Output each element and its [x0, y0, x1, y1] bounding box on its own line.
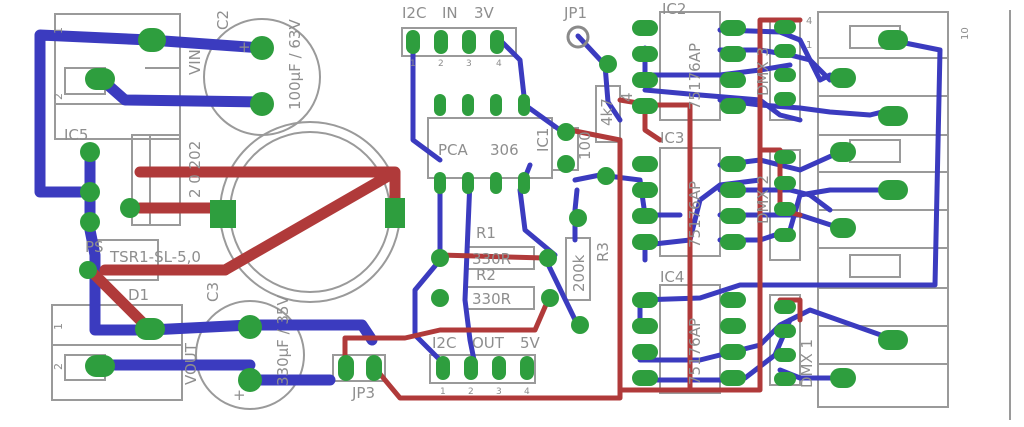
pad-vout-1 [135, 318, 165, 340]
label-i2c-bottom: I2C [432, 334, 456, 352]
label-ic5: IC5 [64, 126, 88, 144]
pad-in-4 [490, 30, 504, 54]
pad-vin-2 [85, 68, 115, 90]
label-vout: VOUT [182, 342, 200, 385]
label-r2-value: 330R [472, 290, 511, 308]
label-term-1: 1 [52, 27, 65, 34]
label-pin-1-top: 1 [410, 59, 416, 69]
pad-in-2 [434, 30, 448, 54]
trace-ps-diode [84, 264, 151, 331]
label-plus-c3: + [233, 386, 246, 404]
header-i2c-out-outline [429, 354, 536, 384]
pad-c2-minus [250, 92, 274, 116]
pad-jp3-2 [366, 355, 382, 381]
label-i2c: I2C [402, 4, 426, 22]
label-r4: 4k7 [598, 98, 616, 126]
label-d1: D1 [128, 286, 149, 304]
label-dmx2: DMX 2 [754, 175, 772, 224]
label-plus-c2: + [238, 38, 251, 56]
label-layer: C2 VIN 100µF / 63V + IC5 2 0 202 PS TSR1… [52, 0, 971, 404]
pad-inductor-1 [210, 200, 236, 228]
label-jp3: JP3 [351, 384, 375, 402]
pad-c2-plus [250, 36, 274, 60]
label-pin-3-top: 3 [466, 59, 472, 69]
label-in: IN [442, 4, 458, 22]
pad-ic5-1 [80, 142, 100, 162]
label-conn-10: 10 [960, 27, 971, 40]
label-ps-value: TSR1-SL-5,0 [109, 248, 201, 266]
pad-out-4 [520, 356, 534, 380]
trace-vin-bus [34, 29, 268, 198]
label-pin-1-bottom: 1 [440, 387, 446, 397]
label-pin-3-bottom: 3 [496, 387, 502, 397]
capacitor-c3-outline [195, 300, 305, 410]
pad-inductor-2 [385, 198, 405, 228]
label-r1-value: 330R [472, 250, 511, 268]
label-pin-4-bottom: 4 [524, 387, 530, 397]
pad-in-3 [462, 30, 476, 54]
label-ic5-value: 2 0 202 [186, 141, 204, 198]
label-ic2-value: 75176AP [686, 43, 704, 110]
label-conn-4: 4 [806, 16, 812, 27]
label-r3-value: 200k [570, 254, 588, 292]
pad-out-2 [464, 356, 478, 380]
pad-vin-1 [138, 28, 166, 52]
label-vin: VIN [186, 49, 204, 75]
label-dmx3: DMX 3 [754, 47, 772, 96]
label-term-1-vout: 1 [52, 323, 65, 330]
label-r4-num: 4 [618, 92, 636, 102]
label-pin-2-bottom: 2 [468, 387, 474, 397]
label-out: OUT [472, 334, 505, 352]
label-pca-num: 306 [490, 141, 519, 159]
trace-inductor-diag [219, 169, 396, 276]
pad-c3-minus [238, 368, 262, 392]
pad-jp3-1 [338, 355, 354, 381]
terminal-block-vout [51, 304, 183, 401]
label-pca: PCA [438, 141, 469, 159]
pad-ic5-3 [80, 212, 100, 232]
pad-c3-plus [238, 315, 262, 339]
label-term-2: 2 [52, 93, 65, 100]
label-ic2: IC2 [662, 0, 686, 18]
label-3v: 3V [474, 4, 495, 22]
label-5v: 5V [520, 334, 541, 352]
jp3-outline [332, 354, 386, 382]
label-ic3: IC3 [660, 129, 684, 147]
pad-layer [79, 20, 908, 392]
label-ps: PS [85, 238, 104, 256]
label-c100: 100 [576, 131, 594, 160]
bottom-trace-layer [34, 29, 378, 386]
label-jp1: JP1 [563, 4, 587, 22]
label-pin-2-top: 2 [438, 59, 444, 69]
pad-vout-2 [85, 355, 115, 377]
resistor-r3-outline [565, 237, 591, 301]
label-c3: C3 [204, 282, 222, 302]
label-c2-value: 100µF / 63V [286, 19, 304, 110]
label-ic3-value: 75176AP [686, 181, 704, 248]
pad-ic5-4 [120, 198, 140, 218]
label-ic4: IC4 [660, 268, 684, 286]
label-r2: R2 [476, 266, 496, 284]
label-conn-1: 1 [806, 40, 812, 51]
pad-in-1 [406, 30, 420, 54]
pad-jp1 [566, 25, 590, 49]
regulator-ic5-outline [131, 134, 181, 226]
label-dmx1: DMX 1 [798, 339, 816, 388]
terminal-block-vin [54, 13, 181, 140]
pad-out-1 [436, 356, 450, 380]
label-term-2-vout: 2 [52, 363, 65, 370]
label-pin-4-top: 4 [496, 59, 502, 69]
header-i2c-in-outline [401, 27, 517, 57]
label-ic1: IC1 [534, 128, 552, 152]
label-r1: R1 [476, 224, 496, 242]
pad-out-3 [492, 356, 506, 380]
label-ic4-value: 75176AP [686, 318, 704, 385]
label-c3-value: 330µF / 35V [274, 295, 292, 386]
label-c2: C2 [214, 10, 232, 30]
trace-ic5-out [84, 146, 156, 336]
label-r3: R3 [594, 242, 612, 262]
pad-ps-1 [79, 261, 97, 279]
pad-ic5-2 [80, 182, 100, 202]
